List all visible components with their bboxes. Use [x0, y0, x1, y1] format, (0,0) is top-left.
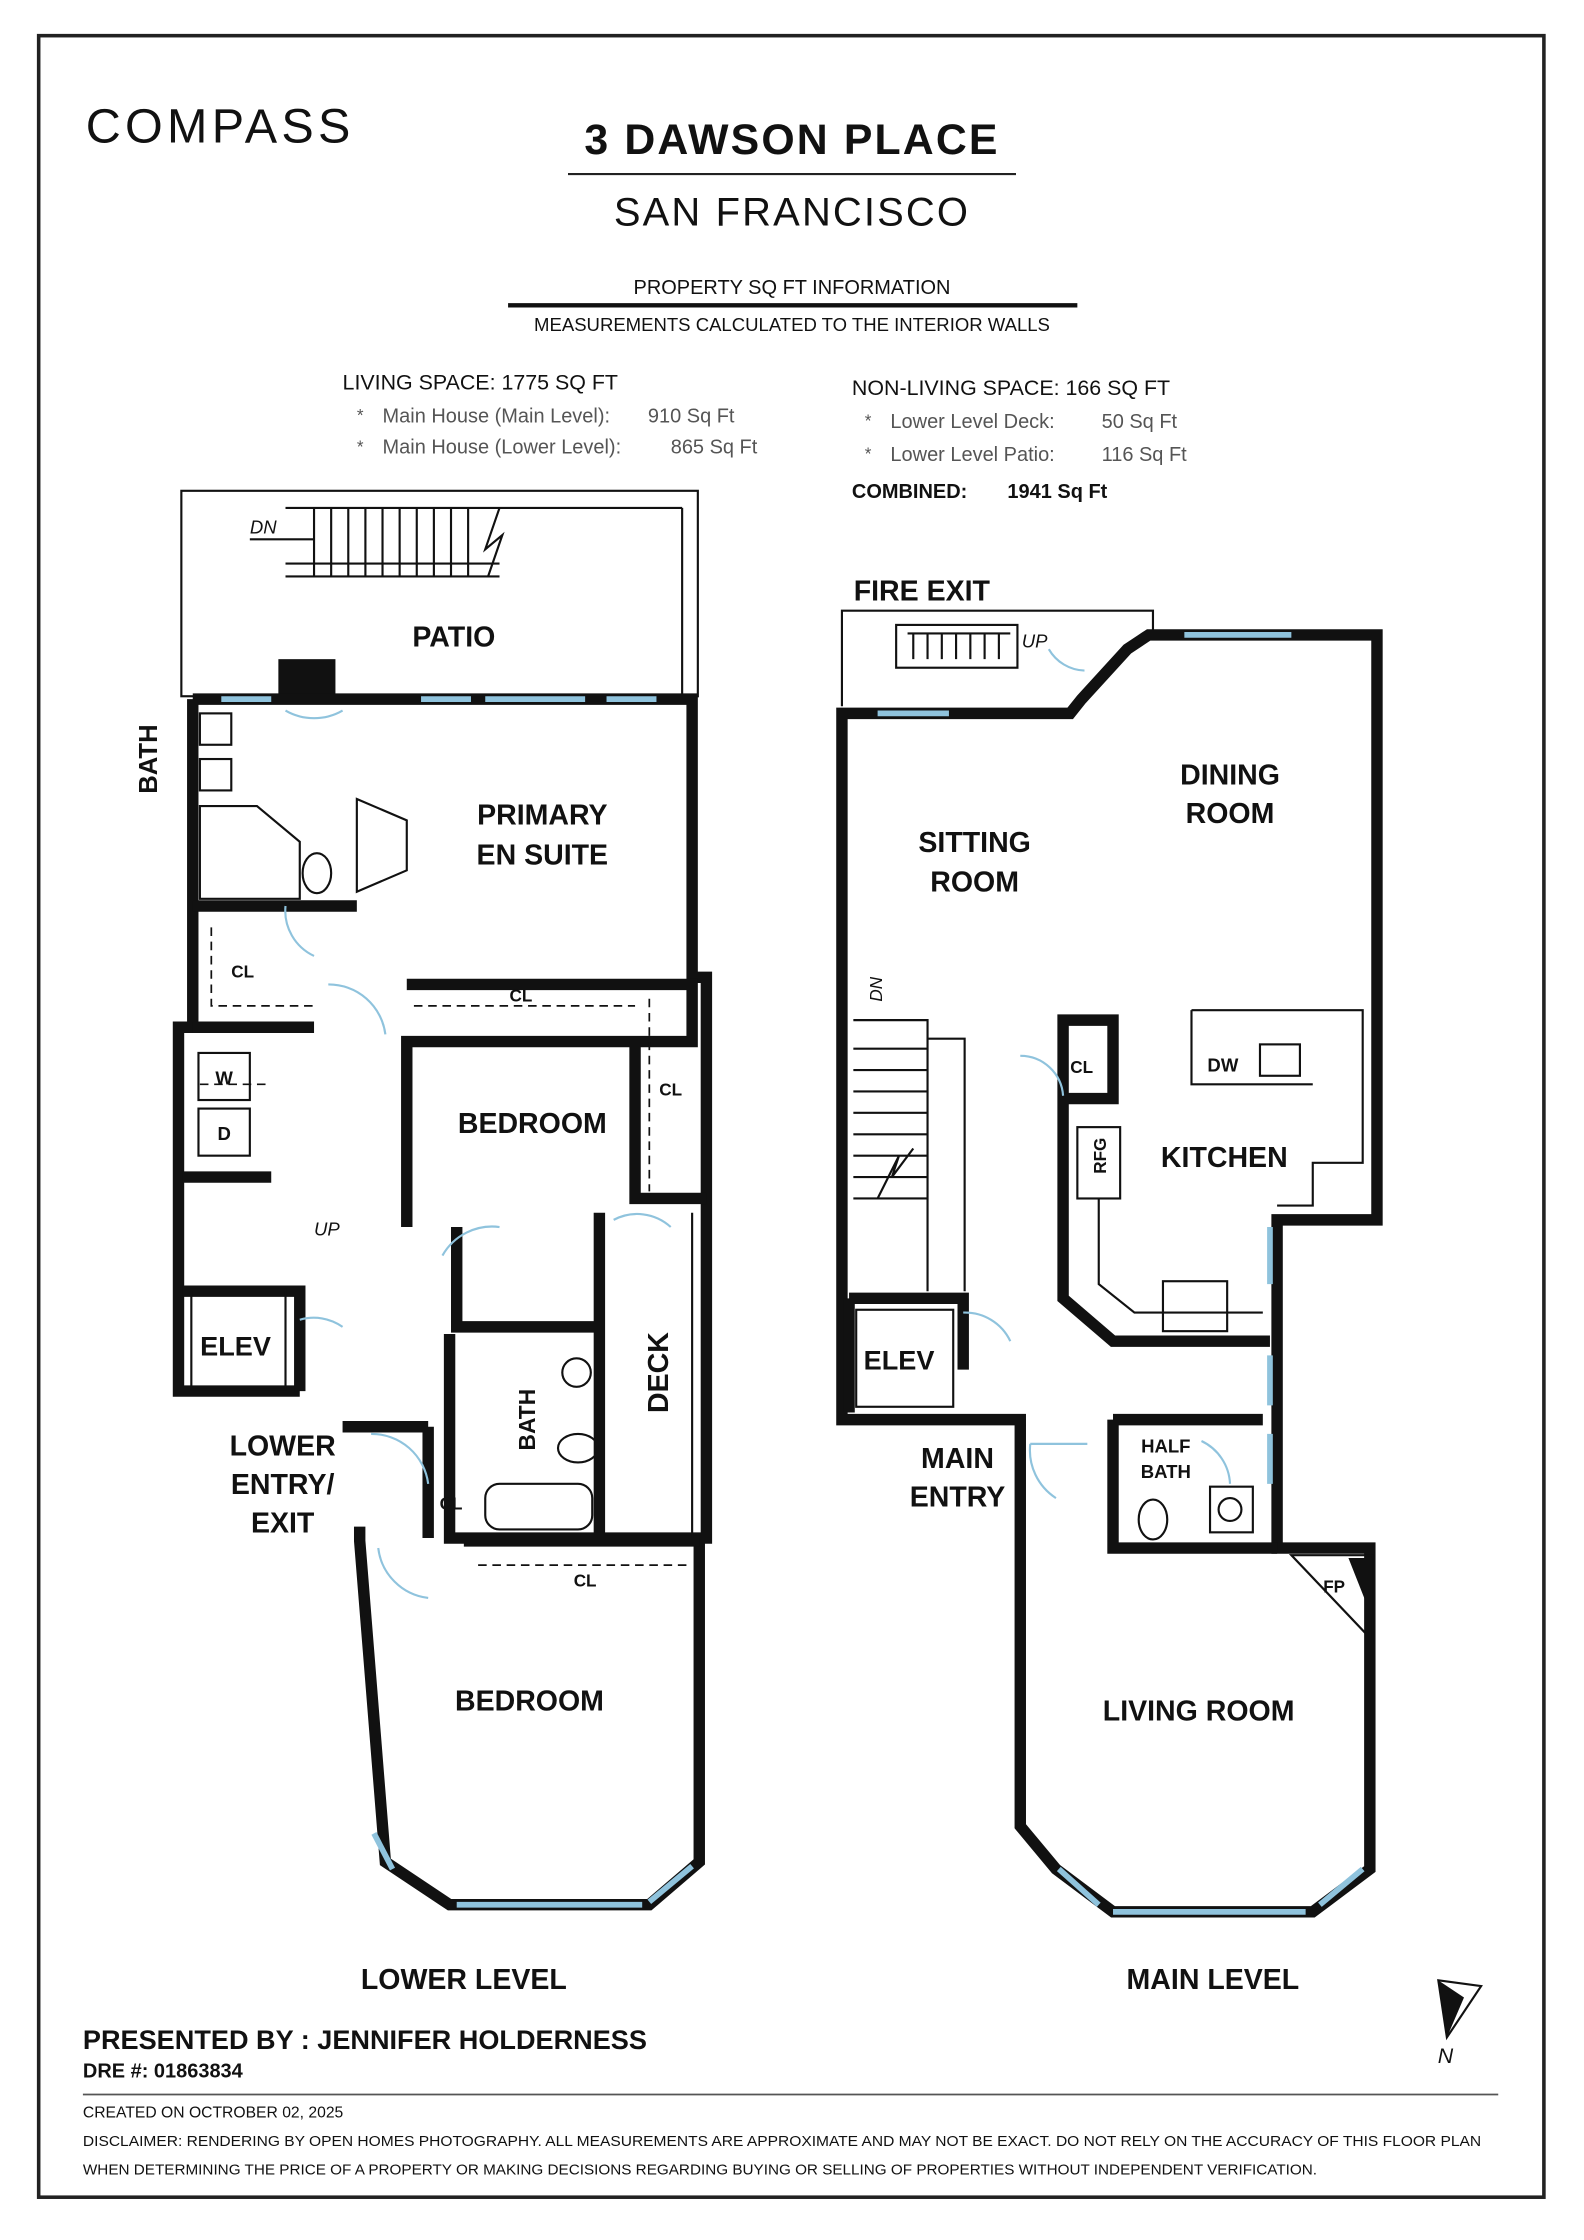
room-lower-entry: LOWER [230, 1430, 337, 1462]
nonliving-item-value: 50 Sq Ft [1102, 411, 1178, 433]
living-space-heading: LIVING SPACE: 1775 SQ FT [343, 371, 618, 395]
nonliving-item-value: 116 Sq Ft [1102, 444, 1188, 466]
presented-by: PRESENTED BY : JENNIFER HOLDERNESS [83, 2024, 647, 2055]
bullet: * [357, 406, 364, 425]
room-primary-sub: EN SUITE [477, 840, 609, 872]
room-patio: PATIO [412, 621, 495, 653]
washer-label: W [215, 1067, 233, 1088]
closet-label: CL [440, 1495, 463, 1514]
room-sitting-sub: ROOM [930, 867, 1019, 899]
combined-label: COMBINED: [852, 481, 967, 503]
room-lower-entry: ENTRY/ [231, 1469, 335, 1501]
room-half-bath-sub: BATH [1141, 1461, 1191, 1482]
fire-exit-label: FIRE EXIT [854, 576, 991, 608]
room-bath: BATH [135, 724, 163, 793]
room-living: LIVING ROOM [1103, 1696, 1295, 1728]
bullet: * [865, 444, 872, 463]
refrigerator-label: RFG [1091, 1138, 1110, 1174]
room-primary: PRIMARY [477, 800, 607, 832]
living-item-label: Main House (Main Level): [383, 405, 611, 427]
north-arrow-icon [1437, 1979, 1483, 2041]
disclaimer: DISCLAIMER: RENDERING BY OPEN HOMES PHOT… [83, 2133, 1481, 2150]
closet-label: CL [1070, 1058, 1093, 1077]
north-label: N [1438, 2044, 1454, 2068]
nonliving-item-label: Lower Level Deck: [890, 411, 1054, 433]
created-date: CREATED ON OCTROBER 02, 2025 [83, 2104, 344, 2121]
room-bath: BATH [514, 1389, 540, 1451]
lower-level-label: LOWER LEVEL [361, 1964, 567, 1996]
dn-label: DN [250, 517, 277, 538]
room-kitchen: KITCHEN [1161, 1142, 1288, 1174]
dryer-label: D [217, 1123, 230, 1144]
up-label: UP [1022, 631, 1048, 652]
room-dining-sub: ROOM [1186, 798, 1275, 830]
room-sitting: SITTING [918, 827, 1030, 859]
dishwasher-label: DW [1207, 1054, 1238, 1075]
info-title: PROPERTY SQ FT INFORMATION [634, 277, 951, 299]
living-item-label: Main House (Lower Level): [383, 437, 622, 459]
lower-level-plan: DN PATIO BATH PRIMARY EN SUITE CL CL CL … [135, 489, 713, 1911]
property-city: SAN FRANCISCO [614, 190, 970, 234]
living-item-value: 865 Sq Ft [671, 437, 758, 459]
living-item-value: 910 Sq Ft [648, 405, 735, 427]
compass-logo: COMPASS [86, 100, 355, 154]
room-bedroom: BEDROOM [458, 1108, 607, 1140]
bullet: * [357, 437, 364, 456]
room-elevator: ELEV [864, 1345, 935, 1376]
main-level-plan: FIRE EXIT UP DN SITTING ROOM DINING ROOM… [836, 576, 1383, 1918]
bullet: * [865, 412, 872, 431]
closet-label: CL [659, 1081, 682, 1100]
up-label: UP [314, 1219, 340, 1240]
room-elevator: ELEV [200, 1330, 271, 1361]
page-border [36, 33, 1546, 2199]
dn-label: DN [867, 976, 886, 1001]
dre-number: DRE #: 01863834 [83, 2060, 243, 2082]
combined-value: 1941 Sq Ft [1007, 481, 1107, 503]
room-main-entry-sub: ENTRY [910, 1482, 1006, 1514]
closet-label: CL [510, 987, 533, 1006]
non-living-heading: NON-LIVING SPACE: 166 SQ FT [852, 376, 1170, 400]
nonliving-item-label: Lower Level Patio: [890, 444, 1054, 466]
room-half-bath: HALF [1141, 1435, 1190, 1456]
main-level-label: MAIN LEVEL [1127, 1964, 1300, 1996]
room-deck: DECK [643, 1332, 675, 1413]
disclaimer: WHEN DETERMINING THE PRICE OF A PROPERTY… [83, 2161, 1317, 2178]
room-lower-entry: EXIT [251, 1507, 315, 1539]
room-bedroom: BEDROOM [455, 1686, 604, 1718]
room-main-entry: MAIN [921, 1443, 994, 1475]
closet-label: CL [231, 962, 254, 981]
room-dining: DINING [1180, 760, 1280, 792]
closet-label: CL [574, 1572, 597, 1591]
info-subtitle: MEASUREMENTS CALCULATED TO THE INTERIOR … [534, 314, 1050, 335]
property-address: 3 DAWSON PLACE [584, 116, 999, 164]
fireplace-label: FP [1323, 1577, 1345, 1596]
